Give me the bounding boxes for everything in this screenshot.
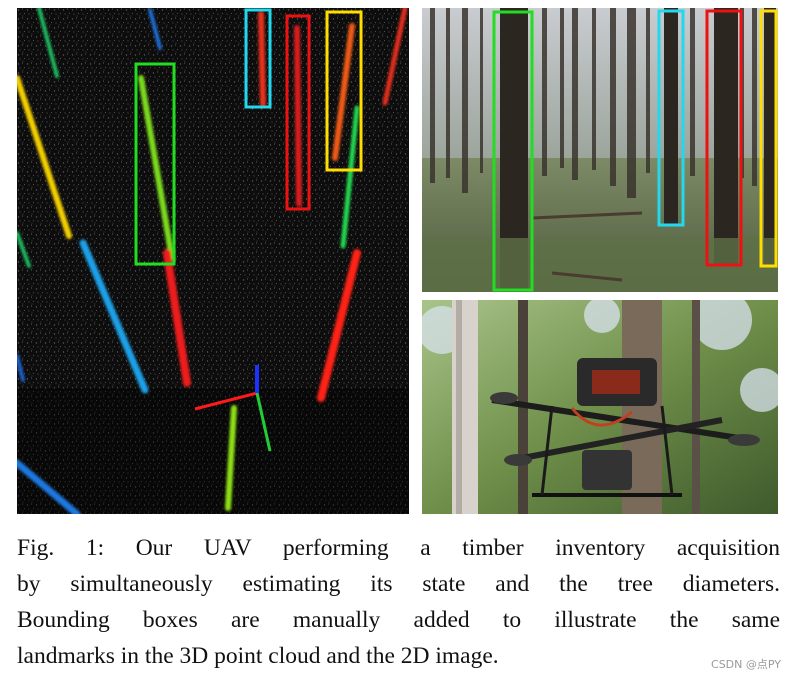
forest-photo: [422, 8, 778, 292]
forest-graphic: [422, 8, 778, 292]
uav-body: [490, 358, 760, 497]
trunk-green-boxed: [138, 75, 175, 261]
trunk-yellow-left: [17, 75, 72, 239]
bbox-cyan-photo: [657, 9, 685, 227]
trunk-green-right: [340, 105, 360, 249]
bbox-green-photo: [492, 10, 534, 292]
trunk-red-top: [258, 11, 266, 107]
trunk-green-lower-left: [17, 231, 31, 268]
trunk-green-top: [37, 8, 59, 78]
trunk-red-center: [163, 249, 191, 387]
point-cloud-graphic: [17, 8, 409, 514]
bbox-cyan-cloud: [244, 8, 272, 109]
trunk-blue-edge: [17, 354, 25, 382]
bbox-red-photo: [705, 9, 743, 267]
axis-green: [255, 392, 272, 452]
caption-line: landmarks in the 3D point cloud and the …: [17, 643, 499, 669]
uav-axes: [194, 365, 272, 452]
watermark: CSDN @点PY: [711, 658, 781, 671]
trunk-red-right-top: [382, 8, 408, 106]
uav-graphic: [422, 300, 778, 514]
caption-line: Bounding boxes are manually added to ill…: [17, 607, 780, 633]
trunk-blue-top: [148, 8, 162, 50]
trunk-blue-bottom-left: [17, 459, 81, 514]
trunk-cyan-left: [79, 239, 149, 394]
trunk-green-bottom: [225, 405, 237, 511]
figure-caption: Fig. 1: Our UAV performing a timber inve…: [17, 530, 780, 674]
bbox-green-cloud: [134, 62, 176, 266]
point-cloud-image: [17, 8, 409, 514]
caption-line: Fig. 1: Our UAV performing a timber inve…: [17, 535, 780, 561]
trunk-red-right: [317, 249, 361, 402]
caption-line: by simultaneously estimating its state a…: [17, 571, 780, 597]
bbox-red-cloud: [285, 14, 311, 211]
axis-red: [194, 391, 258, 411]
bbox-yellow-photo: [759, 9, 778, 268]
trunk-red-mid: [294, 25, 302, 207]
trunk-orange-boxed: [332, 23, 355, 161]
bbox-yellow-cloud: [325, 10, 363, 172]
uav-photo: [422, 300, 778, 514]
